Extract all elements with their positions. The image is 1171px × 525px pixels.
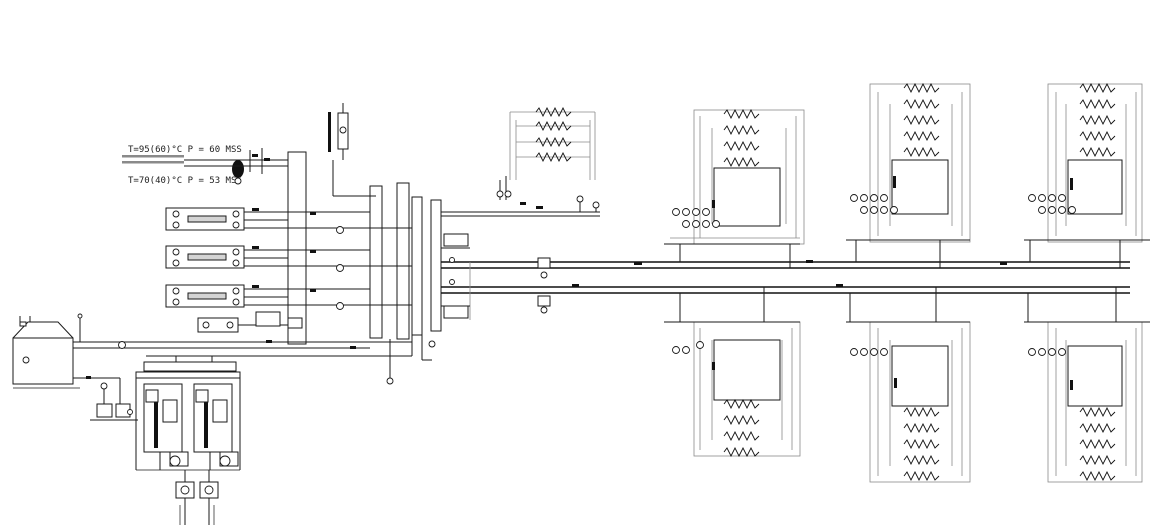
zone-lower-1: [664, 287, 801, 458]
zone-upper-3: [1024, 82, 1150, 268]
heater-piping: [238, 208, 412, 329]
main-headers: [441, 233, 1130, 320]
storage-tank-icon: [12, 337, 74, 385]
supply-pipe-band: [122, 155, 184, 158]
return-manifold: [118, 335, 436, 385]
return-valve-icon: [537, 295, 551, 307]
makeup-pump-icon: [96, 403, 113, 418]
return-pipe-band: [122, 161, 184, 164]
supply-valve-icon: [537, 257, 551, 269]
header-conditions: T=95(60)°C P = 60 MSS T=70(40)°C P = 53 …: [122, 145, 244, 186]
makeup-pump: [90, 378, 138, 421]
main-valve-icon: [232, 160, 244, 178]
collectors: [287, 151, 442, 345]
zone-lower-2: [846, 287, 971, 483]
main-gauge-icon: [234, 177, 242, 185]
storage-tank: [12, 313, 120, 389]
supply-condition-label: T=95(60)°C P = 60 MSS: [128, 145, 242, 155]
boiler-units: [135, 356, 241, 525]
expansion-vessel: [328, 103, 376, 197]
radiator-group-top: [441, 106, 600, 217]
heater-bank: [165, 207, 245, 333]
collector-b: [396, 182, 410, 340]
mains-inlet: [184, 148, 288, 174]
collector-c: [411, 196, 423, 336]
zone-upper-2: [846, 82, 971, 268]
collector-a: [369, 185, 383, 339]
return-condition-label: T=70(40)°C P = 53 MSS: [128, 176, 242, 186]
zone-upper-1: [664, 108, 805, 268]
collector-d: [430, 199, 442, 332]
collector-supply: [287, 151, 307, 345]
zone-lower-3: [1024, 287, 1150, 483]
